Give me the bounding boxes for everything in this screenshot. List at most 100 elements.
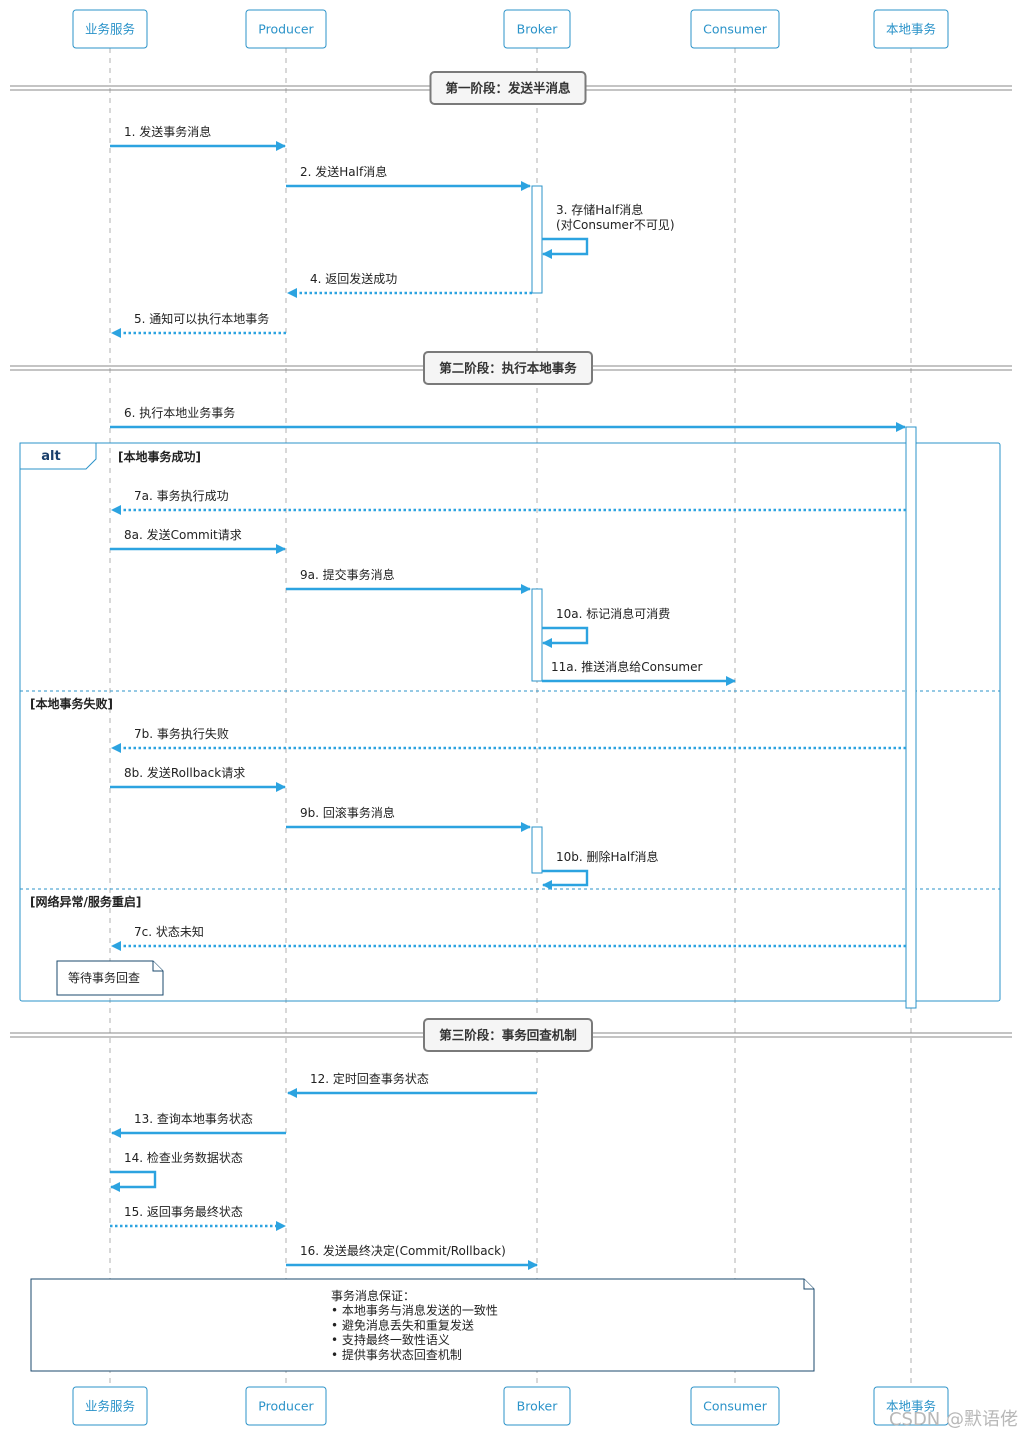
- note: 等待事务回查: [56, 960, 164, 996]
- message: 10a. 标记消息可消费: [542, 606, 670, 648]
- message: 7a. 事务执行成功: [111, 488, 906, 515]
- message-label-line: (对Consumer不可见): [556, 218, 675, 232]
- message: 10b. 删除Half消息: [542, 849, 658, 890]
- participant-label: Broker: [517, 1399, 559, 1414]
- alt-frame-border: [19, 442, 1001, 1002]
- note-line: • 支持最终一致性语义: [331, 1332, 450, 1347]
- message: 9a. 提交事务消息: [286, 567, 531, 594]
- message: 5. 通知可以执行本地事务: [111, 311, 286, 338]
- participant-box: [690, 9, 780, 49]
- note-box: [30, 1278, 815, 1372]
- participant-consumer-top: Consumer: [690, 9, 780, 49]
- message-label: 6. 执行本地业务事务: [124, 405, 235, 420]
- message-label: 1. 发送事务消息: [124, 124, 211, 139]
- divider-box: [429, 71, 587, 105]
- activation-bar: [531, 826, 543, 874]
- message-label: 4. 返回发送成功: [310, 271, 397, 286]
- note-line: • 避免消息丢失和重复发送: [331, 1317, 474, 1332]
- message: 12. 定时回查事务状态: [287, 1071, 537, 1098]
- note-fold: [152, 961, 163, 972]
- participant-box: [503, 9, 571, 49]
- message-label: 8a. 发送Commit请求: [124, 527, 242, 542]
- activation-bar: [905, 426, 917, 1009]
- activation-bar: [531, 185, 543, 294]
- message-label: 3. 存储Half消息(对Consumer不可见): [556, 202, 675, 232]
- phase-divider: 第一阶段：发送半消息: [10, 71, 1012, 105]
- message: 13. 查询本地事务状态: [111, 1111, 286, 1138]
- alt-guard: [本地事务失败]: [30, 696, 113, 711]
- participant-broker-top: Broker: [503, 9, 571, 49]
- message: 7c. 状态未知: [111, 925, 906, 951]
- participant-biz-top: 业务服务: [72, 9, 148, 49]
- participant-label: 业务服务: [85, 22, 135, 37]
- participant-box: [245, 9, 327, 49]
- participant-label: Broker: [517, 22, 559, 37]
- participant-producer-top: Producer: [245, 9, 327, 49]
- participant-biz-bottom: 业务服务: [72, 1386, 148, 1426]
- message-label: 9a. 提交事务消息: [300, 567, 395, 582]
- message-label: 8b. 发送Rollback请求: [124, 765, 245, 780]
- message-arrow: [110, 1170, 157, 1192]
- alt-frame: alt [本地事务成功] [本地事务失败] [网络异常/服务重启]: [19, 442, 1001, 1002]
- message-label: 9b. 回滚事务消息: [300, 805, 395, 820]
- participant-label: Consumer: [703, 22, 768, 37]
- message-label: 2. 发送Half消息: [300, 164, 387, 179]
- message-arrow: [542, 869, 589, 890]
- note: 事务消息保证：• 本地事务与消息发送的一致性• 避免消息丢失和重复发送• 支持最…: [30, 1278, 815, 1372]
- message-arrow: [542, 237, 589, 259]
- message: 6. 执行本地业务事务: [110, 405, 906, 432]
- watermark: CSDN @默语佬: [889, 1409, 1018, 1430]
- message-label: 14. 检查业务数据状态: [124, 1150, 243, 1165]
- message-label: 10b. 删除Half消息: [556, 849, 658, 864]
- participant-box: [72, 9, 148, 49]
- note-line: 等待事务回查: [68, 970, 140, 985]
- message-label: 7a. 事务执行成功: [134, 488, 229, 503]
- phase-divider: 第三阶段：事务回查机制: [10, 1018, 1012, 1052]
- participant-label: Consumer: [703, 1399, 768, 1414]
- message: 16. 发送最终决定(Commit/Rollback): [286, 1243, 538, 1270]
- message: 3. 存储Half消息(对Consumer不可见): [542, 202, 675, 259]
- phase-title: 第三阶段：事务回查机制: [439, 1028, 577, 1043]
- message-label: 7b. 事务执行失败: [134, 726, 229, 741]
- participant-label: 本地事务: [886, 1399, 936, 1414]
- message-label: 7c. 状态未知: [134, 925, 204, 939]
- message: 14. 检查业务数据状态: [110, 1150, 243, 1192]
- participant-broker-bottom: Broker: [503, 1386, 571, 1426]
- alt-guard: [网络异常/服务重启]: [30, 894, 141, 909]
- message-label: 12. 定时回查事务状态: [310, 1071, 429, 1086]
- message-label: 11a. 推送消息给Consumer: [551, 659, 703, 674]
- message-arrow: [542, 626, 589, 648]
- message: 8b. 发送Rollback请求: [110, 765, 286, 792]
- message: 1. 发送事务消息: [110, 124, 286, 151]
- message: 4. 返回发送成功: [287, 271, 532, 298]
- participant-producer-bottom: Producer: [245, 1386, 327, 1426]
- phase-divider: 第二阶段：执行本地事务: [10, 351, 1012, 385]
- message-label: 16. 发送最终决定(Commit/Rollback): [300, 1243, 506, 1258]
- participant-local-bottom: 本地事务: [873, 1386, 949, 1426]
- participant-box: [873, 1386, 949, 1426]
- message: 11a. 推送消息给Consumer: [542, 659, 736, 686]
- divider-box: [423, 351, 593, 385]
- participant-label: 业务服务: [85, 1399, 135, 1414]
- participant-label: 本地事务: [886, 22, 936, 37]
- alt-keyword: alt: [41, 449, 60, 464]
- participant-box: [690, 1386, 780, 1426]
- note-line: • 提供事务状态回查机制: [331, 1347, 462, 1362]
- note-line: 事务消息保证：: [331, 1288, 415, 1303]
- message-label: 13. 查询本地事务状态: [134, 1111, 253, 1126]
- participant-consumer-bottom: Consumer: [690, 1386, 780, 1426]
- participant-label: Producer: [258, 1399, 314, 1414]
- note-fold: [803, 1279, 814, 1290]
- activation-bar: [531, 588, 543, 682]
- participant-local-top: 本地事务: [873, 9, 949, 49]
- participant-box: [503, 1386, 571, 1426]
- note-box: [56, 960, 164, 996]
- alt-guard: [本地事务成功]: [118, 449, 201, 464]
- participant-label: Producer: [258, 22, 314, 37]
- note-line: • 本地事务与消息发送的一致性: [331, 1303, 498, 1318]
- message: 7b. 事务执行失败: [111, 726, 906, 753]
- phase-title: 第一阶段：发送半消息: [445, 81, 571, 96]
- message: 9b. 回滚事务消息: [286, 805, 531, 832]
- message-label: 5. 通知可以执行本地事务: [134, 311, 269, 326]
